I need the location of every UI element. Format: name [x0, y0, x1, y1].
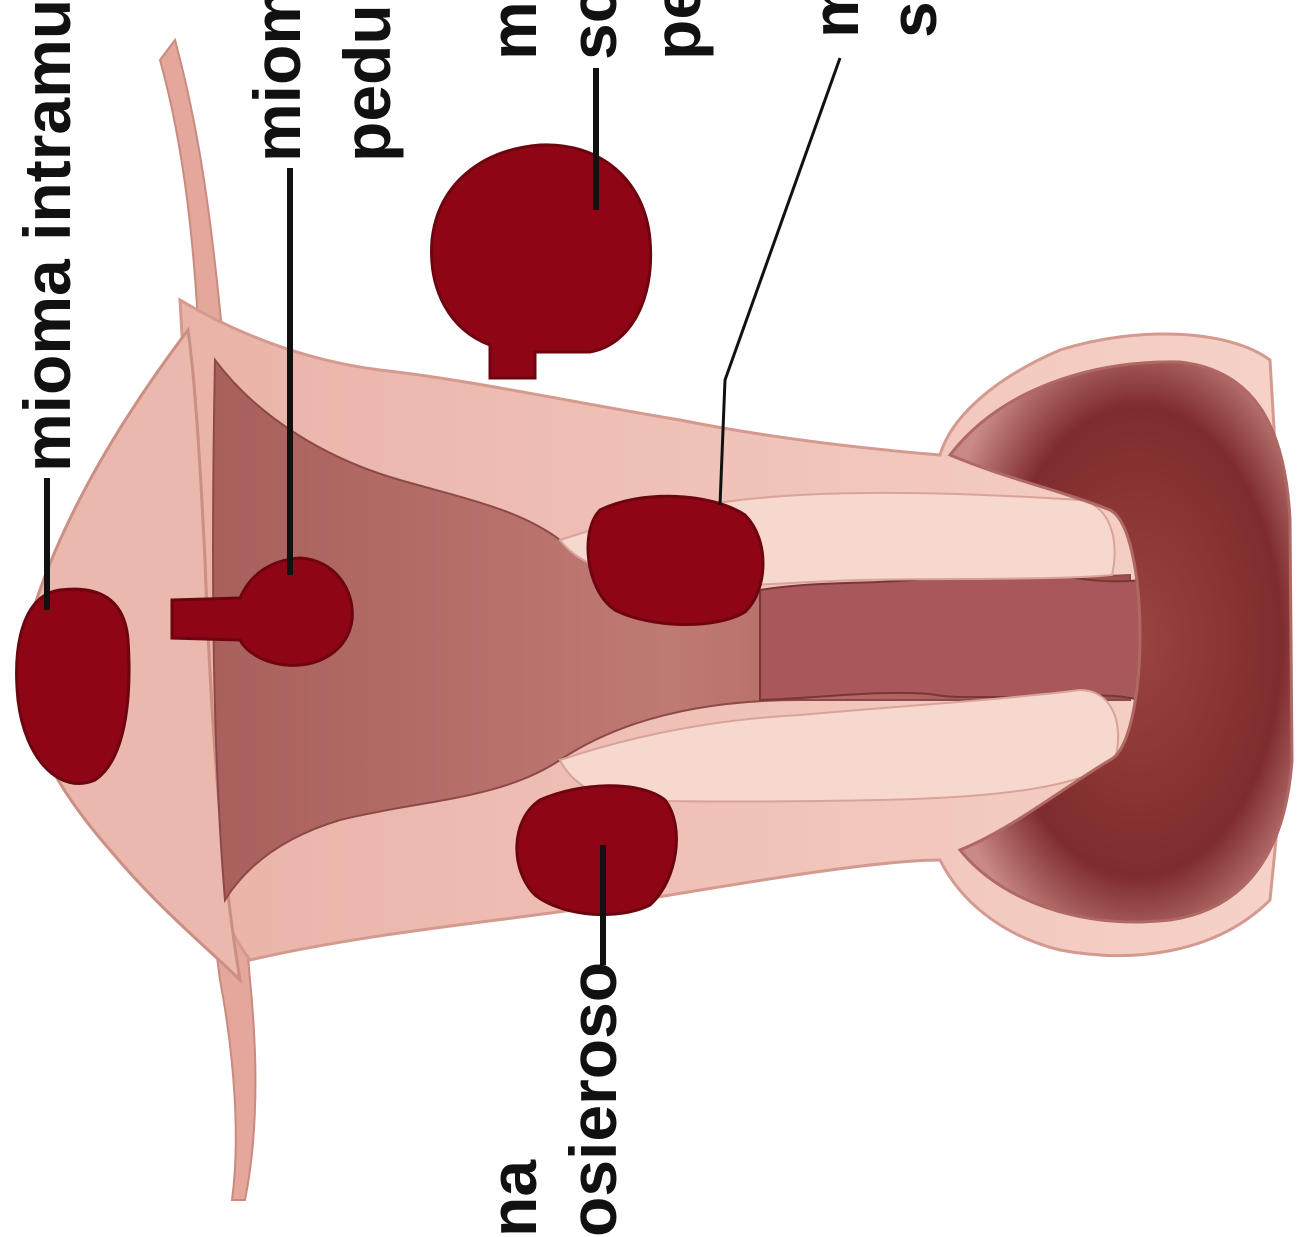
myoma-submucosal [588, 496, 763, 624]
myoma-intramural [17, 589, 129, 783]
label-pedunculated-subserosal-line3: pe [640, 0, 714, 60]
cervical-canal-lining [760, 570, 1140, 700]
myoma-pedunculated-subserosal [432, 145, 651, 378]
label-subserosal-line1: na [476, 1159, 550, 1237]
label-pedunculated-subserosal-line2: sc [556, 0, 630, 60]
label-intramural: mioma intramu [10, 0, 84, 472]
label-pedunculated-submucosal-line2: pedu [330, 4, 404, 162]
myoma-subserosal [517, 786, 677, 915]
label-subserosal-line2: osieroso [556, 962, 630, 1237]
label-pedunculated-submucosal-line1: miom [240, 0, 314, 162]
label-pedunculated-subserosal-line1: m [476, 1, 550, 60]
label-submucosal-line2: s [876, 1, 950, 38]
label-submucosal-line1: m [798, 0, 872, 38]
